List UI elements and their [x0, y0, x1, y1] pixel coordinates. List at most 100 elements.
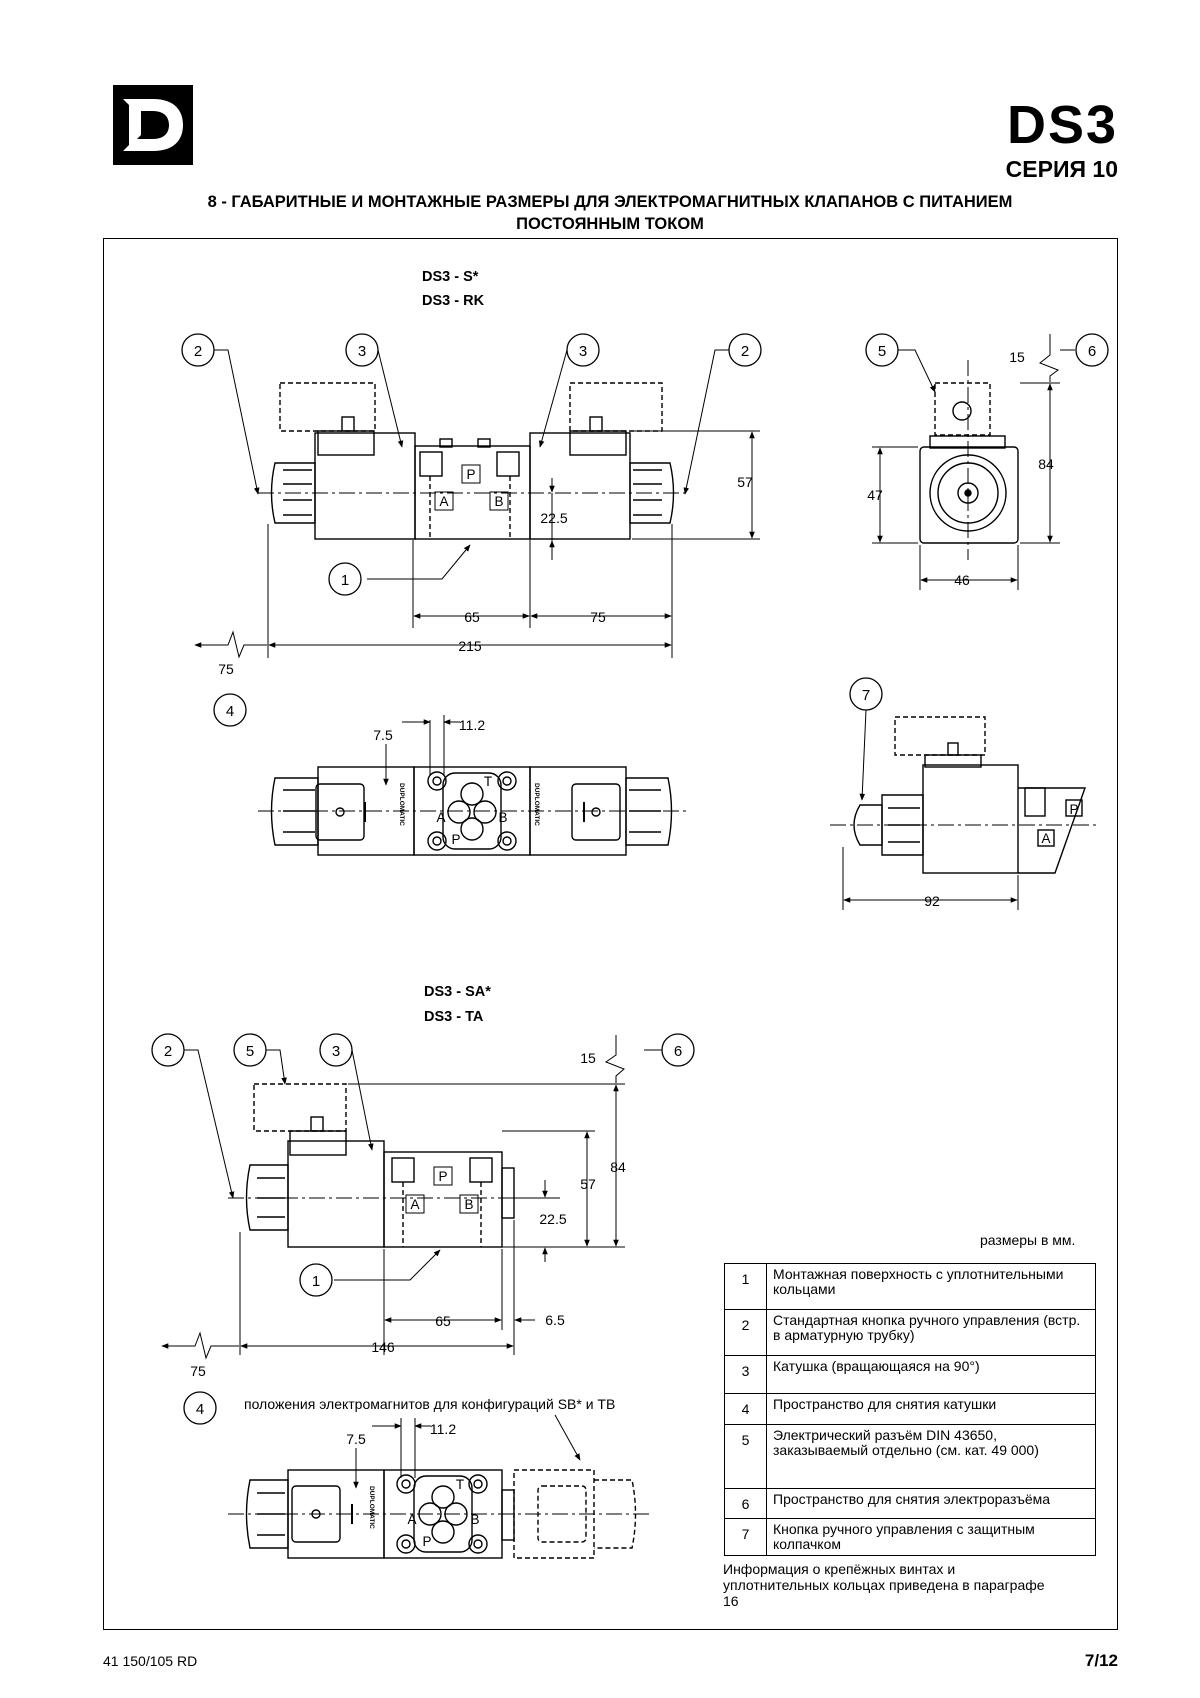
- d2-dimension-lines: [161, 1035, 625, 1360]
- legend-num: 6: [724, 1488, 767, 1519]
- legend-row: 7 Кнопка ручного управления с защитным к…: [724, 1518, 1096, 1556]
- d1-dim-22-5: 22.5: [540, 510, 567, 526]
- fasteners-note: Информация о крепёжных винтах и уплотнит…: [723, 1561, 1045, 1609]
- port-a-label: A: [436, 810, 445, 825]
- callout-3: 3: [579, 343, 587, 360]
- d1-top-view: [258, 766, 690, 856]
- callout-leaders: [183, 349, 1075, 1281]
- d2-dim-11-2: 11.2: [430, 1421, 456, 1437]
- d1-dim-47: 47: [867, 487, 883, 503]
- drawing-frame: [103, 238, 1118, 1630]
- callout-1: 1: [341, 572, 349, 589]
- page-number: 7/12: [1084, 1651, 1118, 1670]
- d1-model-b: DS3 - RK: [422, 293, 485, 309]
- units-note: размеры в мм.: [980, 1232, 1076, 1248]
- legend-row: 2 Стандартная кнопка ручного управления …: [724, 1309, 1096, 1356]
- callout-7: 7: [862, 687, 870, 704]
- port-a-label: A: [439, 494, 448, 509]
- port-t-label: T: [456, 1477, 464, 1492]
- port-b-label: B: [494, 494, 503, 509]
- d1-front-view: [258, 382, 690, 540]
- port-a-label: A: [410, 1197, 419, 1212]
- legend-num: 4: [724, 1393, 767, 1425]
- port-p-label: P: [1069, 802, 1078, 817]
- legend-row: 1 Монтажная поверхность с уплотнительным…: [724, 1263, 1096, 1310]
- d2-dim-6-5: 6.5: [545, 1312, 565, 1328]
- duplomatic-logo: [113, 85, 193, 165]
- callout-3: 3: [332, 1043, 340, 1060]
- callout-2: 2: [164, 1043, 172, 1060]
- d2-dim-75-clearance: 75: [190, 1363, 206, 1379]
- d2-front-view: [228, 1083, 540, 1248]
- d2-dim-22-5: 22.5: [539, 1211, 566, 1227]
- d2-top-view: [228, 1469, 650, 1559]
- d1-dim-92: 92: [924, 893, 940, 909]
- section-title: 8 - ГАБАРИТНЫЕ И МОНТАЖНЫЕ РАЗМЕРЫ ДЛЯ Э…: [110, 191, 1110, 235]
- d2-dim-146: 146: [371, 1339, 395, 1355]
- d1-dim-84: 84: [1038, 456, 1054, 472]
- port-p-label: P: [466, 467, 475, 482]
- callout-circles: [151, 333, 1109, 1425]
- legend-row: 4 Пространство для снятия катушки: [724, 1393, 1096, 1425]
- d1-dim-65: 65: [464, 609, 480, 625]
- section-title-line2: ПОСТОЯННЫМ ТОКОМ: [516, 215, 704, 233]
- legend-num: 7: [724, 1518, 767, 1556]
- legend-row: 5 Электрический разъём DIN 43650, заказы…: [724, 1424, 1096, 1489]
- legend-text: Монтажная поверхность с уплотнительными …: [766, 1263, 1096, 1310]
- legend-table: 1 Монтажная поверхность с уплотнительным…: [724, 1263, 1096, 1556]
- d2-solenoid-note: положения электромагнитов для конфигурац…: [244, 1396, 615, 1412]
- callout-6: 6: [674, 1043, 682, 1060]
- d2-model-b: DS3 - TA: [424, 1009, 484, 1025]
- callout-2: 2: [741, 343, 749, 360]
- d1-model-a: DS3 - S*: [422, 269, 479, 285]
- d1-dim-57: 57: [737, 474, 753, 490]
- callout-2: 2: [194, 343, 202, 360]
- d1-top-dimension-lines: [383, 715, 460, 786]
- callout-5: 5: [246, 1043, 254, 1060]
- d2-dim-15: 15: [580, 1050, 596, 1066]
- port-b-label: B: [498, 810, 507, 825]
- callout-4: 4: [226, 703, 234, 720]
- legend-row: 6 Пространство для снятия электроразъёма: [724, 1488, 1096, 1519]
- d1-dimension-lines: [194, 430, 760, 659]
- port-p-label: P: [451, 832, 460, 847]
- brand-marking: DUPLOMATIC: [368, 1486, 375, 1529]
- port-b-label: B: [470, 1512, 479, 1527]
- d1-side-dimension-lines: [872, 334, 1060, 590]
- callout-5: 5: [878, 343, 886, 360]
- brand-marking: DUPLOMATIC: [398, 783, 405, 826]
- product-code: DS3: [1006, 95, 1118, 155]
- d1-override-dimension-lines: [842, 847, 1019, 910]
- d2-dim-57: 57: [580, 1176, 596, 1192]
- legend-text: Катушка (вращающаяся на 90°): [766, 1355, 1096, 1394]
- legend-text: Электрический разъём DIN 43650, заказыва…: [766, 1424, 1096, 1489]
- legend-text: Пространство для снятия электроразъёма: [766, 1488, 1096, 1519]
- d1-dim-215: 215: [458, 638, 482, 654]
- d2-top-dimension-lines: [353, 1414, 581, 1489]
- legend-num: 5: [724, 1424, 767, 1489]
- section-title-line1: 8 - ГАБАРИТНЫЕ И МОНТАЖНЫЕ РАЗМЕРЫ ДЛЯ Э…: [207, 193, 1013, 211]
- d1-dim-7-5: 7.5: [373, 727, 393, 743]
- port-b-label: B: [464, 1197, 473, 1212]
- d2-model-a: DS3 - SA*: [424, 984, 491, 1000]
- legend-text: Стандартная кнопка ручного управления (в…: [766, 1309, 1096, 1356]
- legend-row: 3 Катушка (вращающаяся на 90°): [724, 1355, 1096, 1394]
- d1-dim-11-2: 11.2: [459, 717, 485, 733]
- callout-4: 4: [196, 1401, 204, 1418]
- port-a-label: A: [1041, 831, 1050, 846]
- port-a-label: A: [407, 1512, 416, 1527]
- port-p-label: P: [422, 1534, 431, 1549]
- legend-num: 3: [724, 1355, 767, 1394]
- legend-num: 2: [724, 1309, 767, 1356]
- d1-override-view: [830, 716, 1100, 874]
- d1-dim-75: 75: [590, 609, 606, 625]
- callout-1: 1: [312, 1273, 320, 1290]
- d1-dim-75-clearance: 75: [218, 661, 234, 677]
- port-t-label: T: [484, 774, 492, 789]
- legend-text: Кнопка ручного управления с защитным кол…: [766, 1518, 1096, 1556]
- d1-side-view: [919, 360, 1019, 560]
- d2-dim-7-5: 7.5: [346, 1431, 366, 1447]
- legend-text: Пространство для снятия катушки: [766, 1393, 1096, 1425]
- brand-marking: DUPLOMATIC: [533, 783, 540, 826]
